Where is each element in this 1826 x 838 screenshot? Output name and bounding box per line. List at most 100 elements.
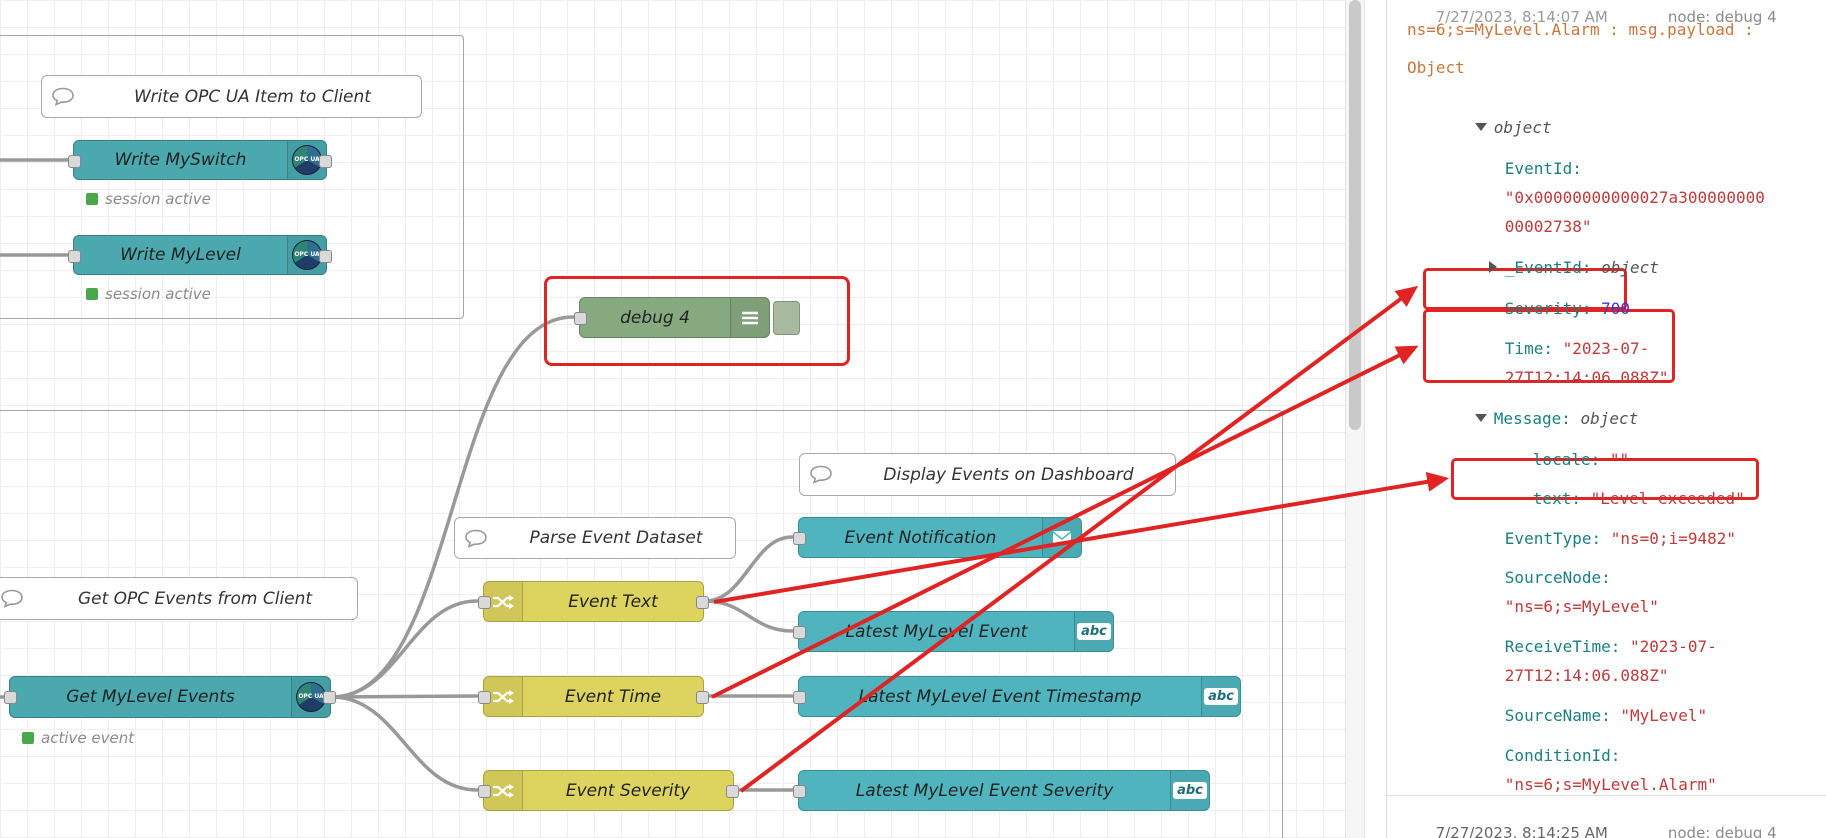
debug-row-sourcename: SourceName: "MyLevel"	[1504, 706, 1708, 725]
status-dot-icon	[86, 193, 98, 205]
comment-bubble-icon	[0, 578, 33, 619]
abc-text-icon: abc	[1170, 771, 1209, 810]
node-latest-mylevel-event-severity[interactable]: Latest MyLevel Event Severity abc	[793, 770, 1210, 811]
node-label: Event Text	[568, 591, 658, 612]
input-port[interactable]	[574, 312, 587, 325]
comment-write-opcua[interactable]: Write OPC UA Item to Client	[41, 75, 422, 118]
debug-row-eventid-value-1: "0x00000000000027a300000000	[1504, 188, 1765, 207]
debug-row-receivetime-1: ReceiveTime: "2023-07-	[1504, 637, 1717, 656]
wire[interactable]	[330, 315, 575, 699]
comment-label: Parse Event Dataset	[529, 528, 703, 548]
comment-label: Get OPC Events from Client	[77, 588, 313, 609]
debug-row-locale: locale: ""	[1532, 450, 1630, 469]
collapse-triangle-icon[interactable]	[1474, 414, 1487, 422]
comment-bubble-icon	[42, 76, 84, 117]
status-dot-icon	[86, 288, 98, 300]
output-port[interactable]	[696, 596, 709, 609]
debug-sidebar: 7/27/2023, 8:14:07 AM node: debug 4 ns=6;…	[1386, 0, 1826, 838]
node-latest-mylevel-event[interactable]: Latest MyLevel Event abc	[793, 611, 1114, 652]
debug-row-eventid-value-2: 00002738"	[1504, 217, 1592, 236]
canvas-scrollbar-thumb[interactable]	[1349, 0, 1361, 430]
comment-get-events[interactable]: Get OPC Events from Client	[0, 577, 358, 620]
opcua-logo-icon: OPC UA	[291, 677, 330, 717]
output-port[interactable]	[726, 785, 739, 798]
node-event-notification[interactable]: Event Notification	[793, 517, 1082, 558]
output-port[interactable]	[319, 250, 332, 263]
debug-node-highlight-annotation	[544, 276, 850, 366]
node-label: debug 4	[620, 307, 690, 328]
debug-node-ref: node: debug 4	[1667, 8, 1777, 26]
comment-parse-dataset[interactable]: Parse Event Dataset	[454, 517, 736, 559]
node-status: session active	[86, 190, 211, 208]
node-label: Event Notification	[844, 527, 997, 548]
wire[interactable]	[330, 695, 479, 792]
group-write-opcua[interactable]	[0, 35, 464, 319]
node-label: Event Time	[564, 686, 662, 707]
status-label: active event	[41, 729, 135, 747]
severity-highlight-annotation	[1423, 268, 1627, 310]
node-write-mylevel[interactable]: Write MyLevel OPC UA	[68, 235, 332, 275]
debug-timestamp: 7/27/2023, 8:14:25 AM	[1435, 824, 1608, 838]
node-label: Get MyLevel Events	[66, 687, 235, 707]
debug-topic: ns=6;s=MyLevel.Alarm : msg.payload :	[1407, 20, 1754, 39]
time-highlight-annotation	[1423, 309, 1675, 383]
output-port[interactable]	[323, 691, 336, 704]
comment-label: Write OPC UA Item to Client	[134, 86, 371, 107]
debug-type-summary[interactable]: Object	[1407, 58, 1465, 77]
opcua-logo-icon: OPC UA	[287, 141, 326, 179]
wire[interactable]	[703, 599, 794, 633]
comment-label: Display Events on Dashboard	[883, 464, 1134, 485]
output-port[interactable]	[319, 155, 332, 168]
canvas-scrollbar[interactable]	[1345, 0, 1365, 838]
debug-row-root-object[interactable]: object	[1417, 99, 1552, 156]
debug-row-message[interactable]: Message: object	[1417, 390, 1638, 447]
node-event-text[interactable]: Event Text	[478, 581, 709, 622]
input-port[interactable]	[4, 691, 17, 704]
debug-row-eventid-key: EventId:	[1504, 159, 1582, 178]
expand-triangle-icon[interactable]	[1488, 261, 1497, 273]
status-dot-icon	[22, 732, 34, 744]
debug-row-sourcenode-value: "ns=6;s=MyLevel"	[1504, 597, 1659, 616]
debug-row-_eventid[interactable]: _EventId: object	[1431, 239, 1659, 296]
debug-row-conditionid-value: "ns=6;s=MyLevel.Alarm"	[1504, 775, 1717, 794]
debug-message-meta-bottom: 7/27/2023, 8:14:25 AM node: debug 4	[1407, 806, 1777, 838]
status-label: session active	[105, 285, 211, 303]
wire[interactable]	[330, 694, 479, 699]
comment-display-dashboard[interactable]: Display Events on Dashboard	[799, 453, 1176, 496]
input-port[interactable]	[793, 626, 806, 639]
node-label: Latest MyLevel Event Severity	[855, 780, 1114, 801]
comment-bubble-icon	[455, 518, 497, 558]
abc-text-icon: abc	[1074, 612, 1113, 651]
input-port[interactable]	[478, 596, 491, 609]
debug-row-eventtype: EventType: "ns=0;i=9482"	[1504, 529, 1736, 548]
node-label: Latest MyLevel Event	[845, 621, 1028, 642]
debug-timestamp: 7/27/2023, 8:14:07 AM	[1435, 8, 1608, 26]
node-label: Latest MyLevel Event Timestamp	[858, 686, 1142, 707]
output-port[interactable]	[696, 691, 709, 704]
input-port[interactable]	[478, 691, 491, 704]
input-port[interactable]	[68, 250, 81, 263]
input-port[interactable]	[68, 155, 81, 168]
input-port[interactable]	[793, 691, 806, 704]
message-separator	[1387, 795, 1826, 796]
node-status: active event	[22, 729, 134, 747]
node-write-myswitch[interactable]: Write MySwitch OPC UA	[68, 140, 332, 180]
node-get-mylevel-events[interactable]: Get MyLevel Events OPC UA	[4, 676, 336, 718]
node-status: session active	[86, 285, 211, 303]
input-port[interactable]	[478, 785, 491, 798]
node-event-severity[interactable]: Event Severity	[478, 770, 739, 811]
node-latest-mylevel-event-timestamp[interactable]: Latest MyLevel Event Timestamp abc	[793, 676, 1241, 717]
debug-row-sourcenode-key: SourceNode:	[1504, 568, 1611, 587]
debug-row-time-2: 27T12:14:06.088Z"	[1504, 368, 1669, 387]
node-event-time[interactable]: Event Time	[478, 676, 709, 717]
input-port[interactable]	[793, 532, 806, 545]
flow-canvas[interactable]: Write OPC UA Item to Client Get OPC Even…	[0, 0, 1345, 838]
collapse-triangle-icon[interactable]	[1474, 123, 1487, 131]
debug-row-receivetime-2: 27T12:14:06.088Z"	[1504, 666, 1669, 685]
debug-row-conditionid-key: ConditionId:	[1504, 746, 1621, 765]
debug-node-ref: node: debug 4	[1667, 824, 1777, 838]
input-port[interactable]	[793, 785, 806, 798]
debug-row-severity: Severity: 700	[1504, 299, 1631, 318]
debug-row-time-1: Time: "2023-07-	[1504, 339, 1650, 358]
